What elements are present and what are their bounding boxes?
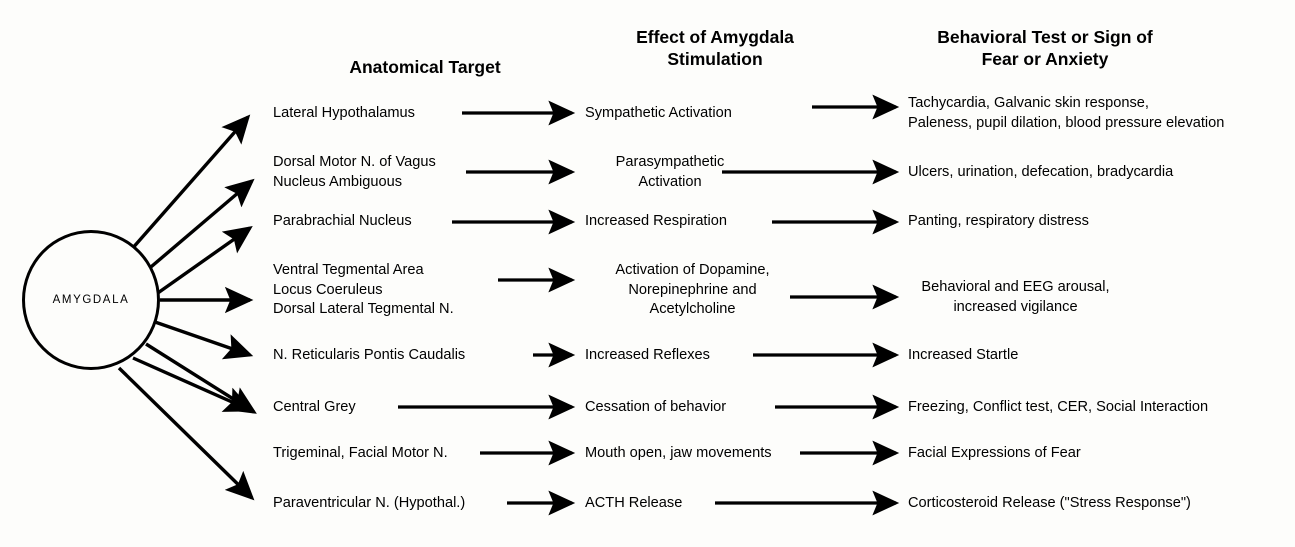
sign-label: Ulcers, urination, defecation, bradycard… <box>908 164 1174 180</box>
effect-to-sign-arrows <box>715 94 900 516</box>
target-label: N. Reticularis Pontis Caudalis <box>273 347 466 363</box>
target-label: Dorsal Motor N. of Vagus Nucleus Ambiguo… <box>273 154 436 190</box>
sign-label: Increased Startle <box>908 347 1019 363</box>
target-label: Lateral Hypothalamus <box>273 105 415 121</box>
effect-label: Increased Respiration <box>585 213 727 229</box>
column-header-anatomical-target: Anatomical Target <box>349 57 501 77</box>
effect-label: Cessation of behavior <box>585 399 727 415</box>
effect-label: Activation of Dopamine, Norepinephrine a… <box>615 262 770 317</box>
target-label: Parabrachial Nucleus <box>273 213 412 229</box>
target-label: Paraventricular N. (Hypothal.) <box>273 495 466 511</box>
target-to-effect-arrows <box>398 100 576 516</box>
sign-label: Facial Expressions of Fear <box>908 445 1081 461</box>
column-header-behavioral-test-or-sign: Behavioral Test or Sign of Fear or Anxie… <box>937 27 1153 69</box>
target-label: Trigeminal, Facial Motor N. <box>273 445 448 461</box>
effect-label: Increased Reflexes <box>585 347 710 363</box>
effect-label: Parasympathetic Activation <box>615 154 725 190</box>
sign-label: Panting, respiratory distress <box>908 213 1089 229</box>
amygdala-fan <box>117 114 257 501</box>
sign-label: Corticosteroid Release ("Stress Response… <box>908 495 1191 511</box>
amygdala-node: AMYGDALA <box>22 230 160 370</box>
column-header-effect-of-amygdala-stimulation: Effect of Amygdala Stimulation <box>636 27 794 69</box>
target-label: Central Grey <box>273 399 356 415</box>
target-label: Ventral Tegmental Area Locus Coeruleus D… <box>273 262 454 317</box>
amygdala-label: AMYGDALA <box>52 294 130 306</box>
effect-label: Sympathetic Activation <box>585 105 732 121</box>
sign-label: Behavioral and EEG arousal, increased vi… <box>921 279 1110 315</box>
sign-label: Freezing, Conflict test, CER, Social Int… <box>908 399 1209 415</box>
sign-label: Tachycardia, Galvanic skin response, Pal… <box>908 95 1225 131</box>
effect-label: Mouth open, jaw movements <box>585 445 772 461</box>
effect-label: ACTH Release <box>585 495 683 511</box>
